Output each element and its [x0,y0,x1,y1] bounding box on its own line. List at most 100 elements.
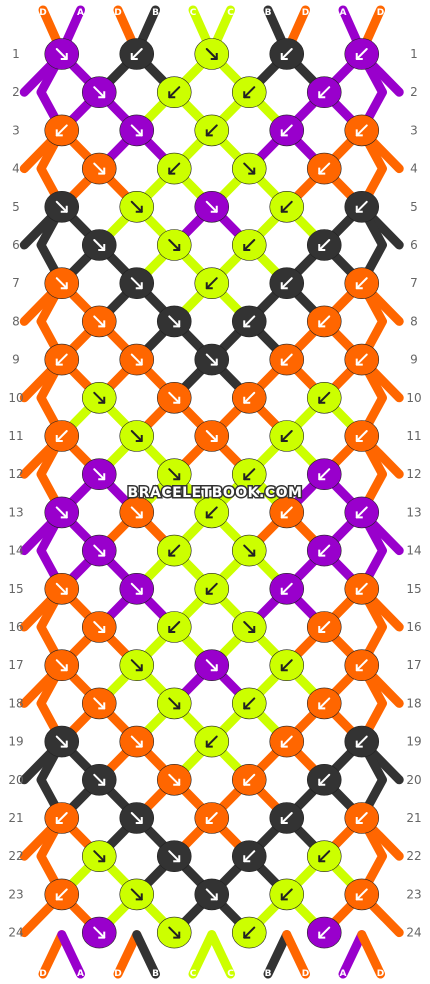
knot [119,267,155,300]
strand-label-bottom: B [265,969,272,979]
arrow-head-icon [55,435,63,442]
arrow-icon [130,582,143,595]
row-number-right: 13 [406,505,421,519]
knot [344,114,380,147]
knot [269,114,305,147]
knot [344,572,380,605]
strand-label-bottom: D [377,969,384,979]
arrow-icon [243,697,256,710]
arrow-head-icon [355,511,363,519]
arrow-head-icon [355,205,363,213]
arrow-head-icon [243,320,251,328]
arrow-head-icon [243,473,251,481]
knot [231,916,267,949]
knot [81,458,117,491]
knot [306,152,342,185]
knot [231,229,267,261]
arrow-icon [205,735,218,748]
row-number-right: 2 [410,85,418,99]
arrow-icon [130,735,143,748]
knot [344,649,380,682]
arrow-icon [280,48,293,60]
row-number-right: 9 [410,353,418,367]
arrow-icon [93,621,106,633]
arrow-head-icon [98,778,106,786]
arrow-head-icon [280,435,288,442]
knot [44,496,80,529]
row-number-right: 8 [410,314,418,328]
knot [156,458,192,491]
arrow-head-icon [60,740,68,748]
arrow-head-icon [243,778,251,786]
arrow-icon [93,773,106,786]
row-number-left: 5 [12,200,20,214]
knot [119,420,155,452]
arrow-head-icon [98,91,106,99]
arrow-icon [168,162,181,175]
arrow-head-icon [210,435,218,442]
arrow-icon [55,812,68,824]
arrow-icon [55,735,68,748]
strand-label-top: A [77,8,84,18]
arrow-icon [243,391,256,404]
arrow-icon [318,697,331,710]
arrow-icon [355,888,368,901]
arrow-head-icon [243,931,251,939]
row-number-right: 15 [406,582,421,596]
arrow-head-icon [130,53,138,60]
knot [306,534,342,567]
knot [44,343,80,376]
row-number-right: 10 [406,391,421,405]
arrow-icon [280,812,293,824]
strand-label-top: D [302,8,309,18]
row-number-left: 12 [8,467,23,481]
arrow-icon [205,582,218,595]
arrow-head-icon [280,740,288,748]
row-number-left: 1 [12,47,20,61]
knot [81,916,117,949]
arrow-head-icon [280,205,288,213]
arrow-head-icon [60,587,68,595]
arrow-icon [168,926,181,939]
arrow-icon [318,621,331,633]
arrow-head-icon [135,587,143,595]
arrow-icon [205,277,218,290]
arrow-icon [168,697,181,710]
arrow-head-icon [355,129,363,137]
arrow-head-icon [55,817,63,824]
strand-label-top: C [227,8,234,18]
knot [81,76,117,108]
row-number-right: 19 [406,735,421,749]
arrow-icon [168,86,181,99]
arrow-head-icon [98,167,106,175]
strand-label-top: D [114,8,121,18]
arrow-icon [55,124,68,137]
arrow-icon [55,200,68,213]
arrow-icon [243,621,256,633]
arrow-icon [205,124,218,137]
arrow-icon [93,544,106,557]
watermark: BRACELETBOOK.COM [128,485,303,501]
arrow-icon [243,544,256,557]
knot [156,381,192,414]
knot [269,878,305,911]
strand-bottom-stub [207,930,235,979]
knot [81,840,117,873]
arrow-icon [355,735,368,748]
knot [119,496,155,529]
arrow-head-icon [98,702,106,710]
arrow-icon [168,468,181,481]
arrow-head-icon [60,664,68,672]
arrow-head-icon [318,702,326,710]
arrow-head-icon [280,664,288,672]
arrow-icon [55,277,68,290]
row-number-left: 23 [8,887,23,901]
arrow-icon [93,86,106,99]
arrow-head-icon [135,740,143,748]
arrow-head-icon [280,53,288,60]
arrow-icon [55,582,68,595]
arrow-icon [93,391,106,404]
row-number-right: 20 [406,773,421,787]
arrow-icon [55,506,68,519]
